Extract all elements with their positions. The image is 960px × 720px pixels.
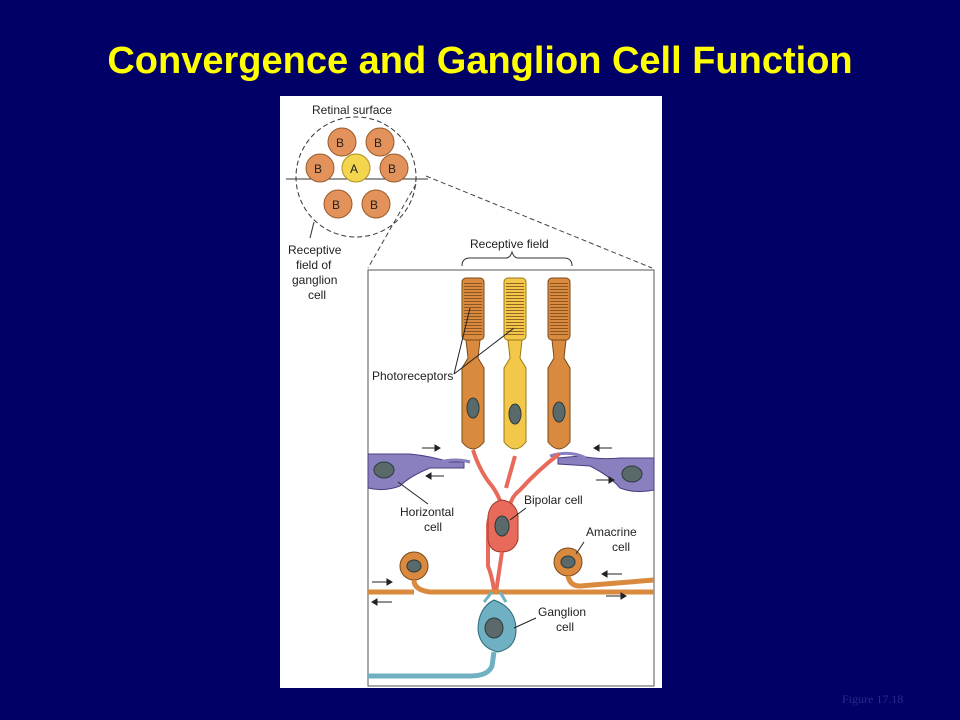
photoreceptors-pointer-2 bbox=[453, 327, 515, 375]
amacrine-label-line2: cell bbox=[612, 540, 630, 554]
svg-text:ganglion: ganglion bbox=[292, 273, 337, 287]
receptive-field-circle bbox=[295, 116, 417, 238]
photoreceptor-middle bbox=[503, 277, 527, 450]
ganglion-label-line1: Ganglion bbox=[538, 605, 586, 619]
horizontal-cell-left bbox=[367, 453, 471, 491]
amacrine-cell-right bbox=[553, 547, 655, 589]
amacrine-cell-left bbox=[368, 551, 654, 595]
svg-text:B: B bbox=[336, 136, 344, 150]
zoom-line-right bbox=[425, 175, 653, 269]
amacrine-arrows bbox=[371, 570, 627, 606]
amacrine-pointer bbox=[575, 541, 585, 555]
svg-text:B: B bbox=[374, 136, 382, 150]
receptive-field-brace bbox=[461, 250, 573, 267]
figure-caption: Figure 17.18 bbox=[842, 692, 904, 706]
horizontal-cell-label: Horizontal cell bbox=[400, 505, 454, 534]
retinal-cell-b-4: B bbox=[379, 153, 409, 183]
svg-text:Horizontal: Horizontal bbox=[400, 505, 454, 519]
receptive-field-pointer bbox=[309, 221, 315, 239]
ganglion-cell bbox=[368, 591, 517, 679]
horizontal-cell-right bbox=[549, 451, 655, 493]
svg-text:A: A bbox=[350, 162, 358, 176]
svg-text:cell: cell bbox=[424, 520, 442, 534]
photoreceptor-left bbox=[461, 277, 485, 450]
receptive-field-label: Receptive field bbox=[470, 237, 549, 251]
ganglion-pointer bbox=[513, 617, 537, 629]
retinal-cell-b-6: B bbox=[361, 189, 391, 219]
receptive-field-of-ganglion-label: Receptive field of ganglion cell bbox=[288, 243, 342, 302]
retinal-cell-b-5: B bbox=[323, 189, 353, 219]
photoreceptor-right bbox=[547, 277, 571, 450]
horizontal-arrows bbox=[422, 444, 615, 484]
svg-text:B: B bbox=[314, 162, 322, 176]
horizontal-pointer bbox=[397, 481, 429, 505]
retinal-cell-b-1: B bbox=[327, 127, 357, 157]
svg-text:cell: cell bbox=[308, 288, 326, 302]
photoreceptors-label: Photoreceptors bbox=[372, 369, 453, 383]
retinal-surface-label: Retinal surface bbox=[312, 103, 392, 117]
svg-text:field of: field of bbox=[296, 258, 332, 272]
retinal-cell-b-3: B bbox=[305, 153, 335, 183]
ganglion-label-line2: cell bbox=[556, 620, 574, 634]
zoom-line-left bbox=[367, 183, 417, 269]
svg-text:B: B bbox=[388, 162, 396, 176]
svg-text:B: B bbox=[332, 198, 340, 212]
diagram-svg: Retinal surface B B B A B B B bbox=[286, 103, 655, 687]
amacrine-label-line1: Amacrine bbox=[586, 525, 637, 539]
svg-text:B: B bbox=[370, 198, 378, 212]
bipolar-cell-label: Bipolar cell bbox=[524, 493, 583, 507]
retina-convergence-diagram: Retinal surface B B B A B B B bbox=[280, 96, 662, 688]
photoreceptors-pointer-1 bbox=[453, 307, 471, 375]
slide-title: Convergence and Ganglion Cell Function bbox=[107, 40, 853, 82]
bipolar-cell bbox=[471, 449, 561, 593]
svg-text:Receptive: Receptive bbox=[288, 243, 342, 257]
retinal-cell-b-2: B bbox=[365, 127, 395, 157]
retinal-cell-a: A bbox=[341, 153, 371, 183]
bipolar-pointer bbox=[509, 507, 527, 521]
